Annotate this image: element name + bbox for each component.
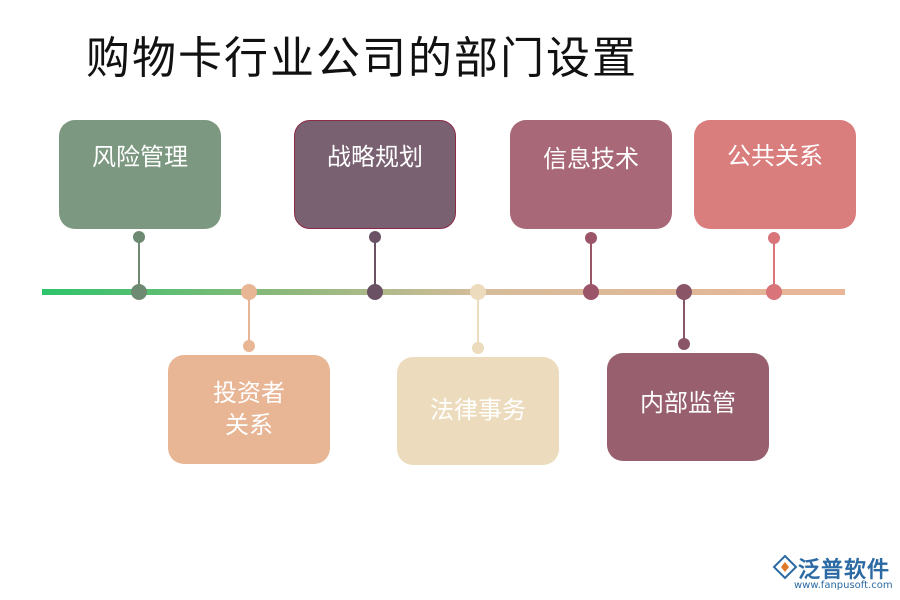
dept-label: 法律事务: [430, 396, 526, 425]
dept-label: 风险管理: [92, 142, 188, 171]
dept-box-public-relations: 公共关系: [694, 120, 856, 229]
dept-box-internal-audit: 内部监管: [607, 353, 769, 461]
logo-url: www.fanpusoft.com: [794, 580, 893, 591]
connector-strategy: [367, 231, 383, 300]
dept-label-line1: 投资者: [213, 379, 285, 408]
dept-label-line2: 关系: [225, 410, 273, 439]
dept-box-risk-management: 风险管理: [59, 120, 221, 229]
connector-pr: [766, 232, 782, 300]
dept-box-legal-affairs: 法律事务: [397, 357, 559, 465]
dept-box-strategy: 战略规划: [294, 120, 456, 229]
logo-mark-icon: [772, 554, 798, 580]
dept-box-it: 信息技术: [510, 120, 672, 229]
dept-label: 内部监管: [640, 389, 736, 418]
fanpu-logo: 泛普软件 www.fanpusoft.com: [772, 550, 896, 594]
dept-label: 战略规划: [327, 142, 423, 171]
connector-audit: [676, 284, 692, 350]
connector-investor: [241, 284, 257, 352]
dept-label: 信息技术: [543, 144, 639, 173]
connector-risk: [131, 231, 147, 300]
logo-brand: 泛普软件: [798, 558, 891, 583]
dept-box-investor-relations: 投资者 关系: [168, 355, 330, 464]
page-title: 购物卡行业公司的部门设置: [86, 33, 638, 84]
connector-legal: [470, 284, 486, 354]
connector-it: [583, 232, 599, 300]
dept-label: 公共关系: [727, 141, 823, 170]
